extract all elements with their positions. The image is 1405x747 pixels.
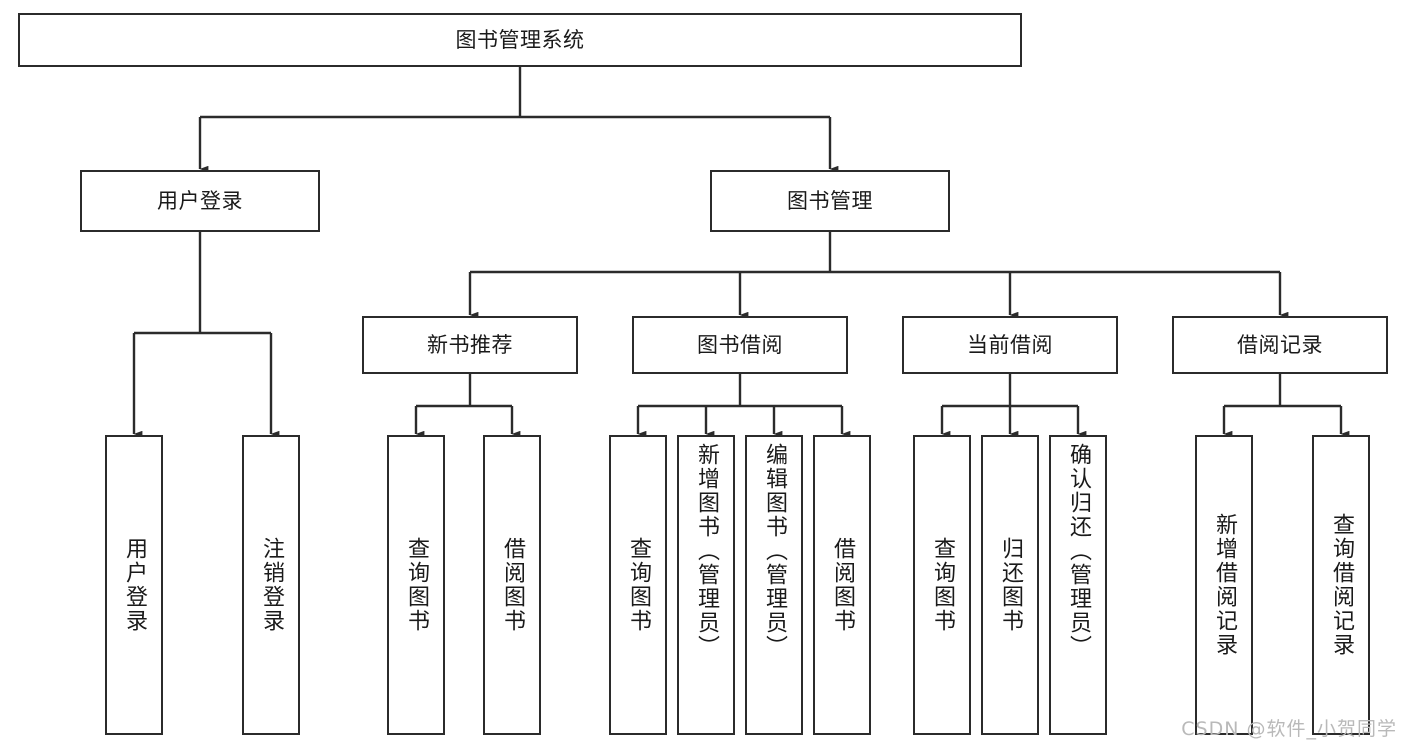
node-box-f-query-book-3[interactable]: 查询图书 [913,435,971,735]
node-box-f-user-login[interactable]: 用户登录 [105,435,163,735]
node-box-f-add-record[interactable]: 新增借阅记录 [1195,435,1253,735]
node-label-f-user-login: 用户登录 [122,537,147,633]
node-box-f-edit-book[interactable]: 编辑图书（管理员） [745,435,803,735]
node-box-f-query-book-2[interactable]: 查询图书 [609,435,667,735]
node-label-f-user-logout: 注销登录 [259,537,284,633]
node-label-book-mgmt: 图书管理 [787,188,873,213]
node-label-login: 用户登录 [157,188,243,213]
node-label-f-query-book-1: 查询图书 [404,537,429,633]
node-box-book-mgmt[interactable]: 图书管理 [710,170,950,232]
node-label-f-query-book-3: 查询图书 [930,537,955,633]
node-label-f-confirm-return: 确认归还（管理员） [1066,443,1091,659]
node-label-book-borrow: 图书借阅 [697,332,783,357]
node-label-f-return-book: 归还图书 [998,537,1023,633]
node-box-f-return-book[interactable]: 归还图书 [981,435,1039,735]
watermark-text: CSDN @软件_小贺同学 [1181,718,1397,740]
node-label-f-edit-book: 编辑图书（管理员） [762,443,787,659]
node-box-login[interactable]: 用户登录 [80,170,320,232]
node-box-f-query-record[interactable]: 查询借阅记录 [1312,435,1370,735]
node-label-f-query-record: 查询借阅记录 [1329,513,1354,657]
node-label-new-book-rec: 新书推荐 [427,332,513,357]
node-box-f-confirm-return[interactable]: 确认归还（管理员） [1049,435,1107,735]
node-box-f-borrow-book-2[interactable]: 借阅图书 [813,435,871,735]
node-label-f-query-book-2: 查询图书 [626,537,651,633]
node-label-f-add-record: 新增借阅记录 [1212,513,1237,657]
node-label-f-add-book: 新增图书（管理员） [694,443,719,659]
node-box-root[interactable]: 图书管理系统 [18,13,1022,67]
node-label-f-borrow-book-1: 借阅图书 [500,537,525,633]
node-box-f-borrow-book-1[interactable]: 借阅图书 [483,435,541,735]
node-box-current-borrow[interactable]: 当前借阅 [902,316,1118,374]
node-label-f-borrow-book-2: 借阅图书 [830,537,855,633]
node-label-borrow-record: 借阅记录 [1237,332,1323,357]
node-box-f-user-logout[interactable]: 注销登录 [242,435,300,735]
node-box-f-query-book-1[interactable]: 查询图书 [387,435,445,735]
node-label-root: 图书管理系统 [455,27,585,52]
node-box-new-book-rec[interactable]: 新书推荐 [362,316,578,374]
node-box-f-add-book[interactable]: 新增图书（管理员） [677,435,735,735]
node-label-current-borrow: 当前借阅 [967,332,1053,357]
node-box-borrow-record[interactable]: 借阅记录 [1172,316,1388,374]
node-box-book-borrow[interactable]: 图书借阅 [632,316,848,374]
